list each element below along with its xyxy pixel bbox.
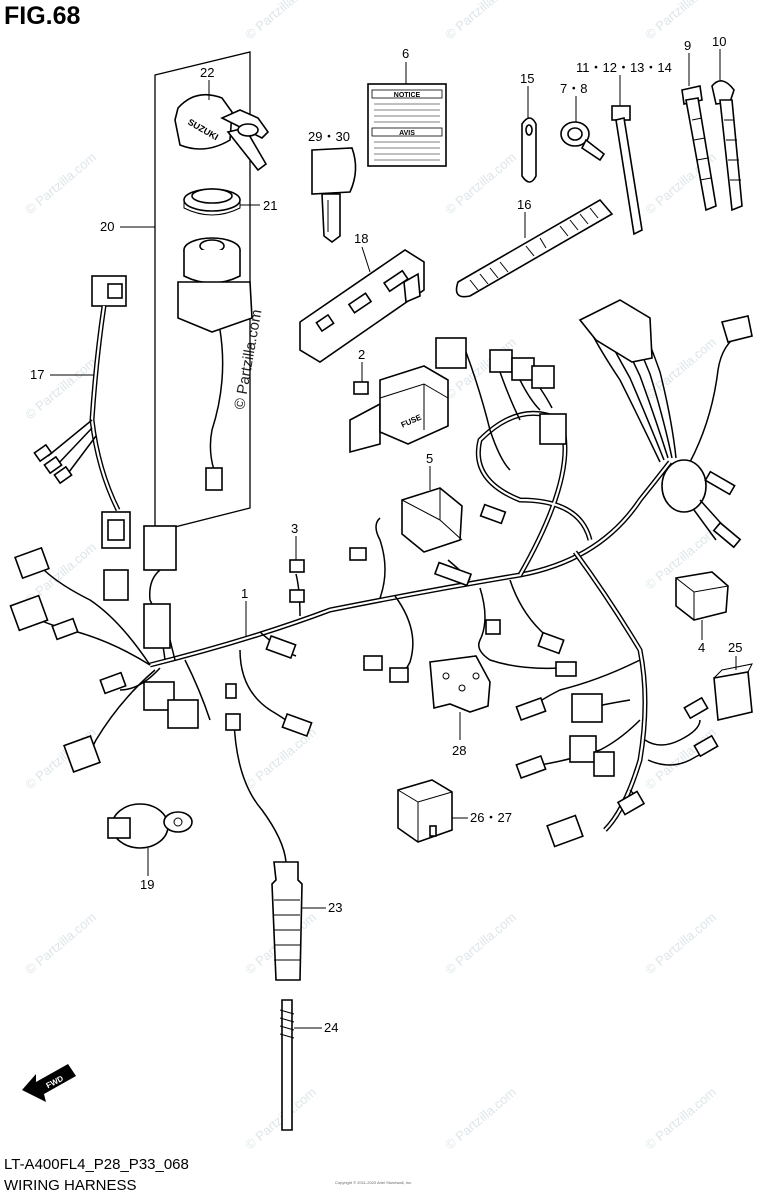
spring-24 [279,999,295,1131]
watermark: © Partzilla.com [442,909,519,977]
boot-5 [401,487,463,553]
callout-25: 25 [728,640,742,655]
fine-print: Copyright © 2011-2020 Ariel Stonewall, I… [335,1180,413,1185]
callout-16: 16 [517,197,531,212]
cable-tie-11-14 [611,105,643,236]
callout-4: 4 [698,640,705,655]
callout-29-30: 29・30 [308,129,350,144]
callout-1: 1 [241,586,248,601]
relay-25 [713,663,753,721]
notice-decal-6: NOTICE AVIS [367,83,447,167]
ignition-key-cap-22: SUZUKI [174,93,270,172]
section-name: WIRING HARNESS [4,1177,137,1194]
callout-5: 5 [426,451,433,466]
watermark: © Partzilla.com [642,334,719,402]
key-29-30 [311,147,357,243]
clamp-15 [521,117,537,183]
figure-title: FIG.68 [4,2,81,30]
callout-22: 22 [200,65,214,80]
callout-26-27: 26・27 [470,810,512,825]
watermark: © Partzilla.com [22,909,99,977]
callout-28: 28 [452,743,466,758]
callout-20: 20 [100,219,114,234]
watermark: © Partzilla.com [642,909,719,977]
watermark: © Partzilla.com [642,1084,719,1152]
watermark: © Partzilla.com [22,149,99,217]
ignition-switch-body [177,237,253,491]
callout-19: 19 [140,877,154,892]
watermark: © Partzilla.com [442,0,519,42]
watermark: © Partzilla.com [642,724,719,792]
callout-23: 23 [328,900,342,915]
cover-4 [675,571,729,621]
callout-9: 9 [684,38,691,53]
ignition-switch-group-box [154,51,251,533]
callout-18: 18 [354,231,368,246]
main-wiring-harness-1 [9,299,753,848]
callout-17: 17 [30,367,44,382]
protective-tube-16 [455,198,614,298]
sensor-19 [107,803,193,849]
ignition-nut-21 [183,188,241,216]
callout-layer: 22 21 20 29・30 6 18 15 7・8 11・12・13・14 9… [30,34,742,1035]
watermark: © Partzilla.com [442,1084,519,1152]
watermark: © Partzilla.com [242,1084,319,1152]
callout-7-8: 7・8 [560,81,587,96]
clamp-7-8 [560,121,606,162]
watermark: © Partzilla.com [642,0,719,42]
fuse-box-2: FUSE [349,365,449,454]
callout-21: 21 [263,198,277,213]
bracket-18 [299,249,425,363]
callout-10: 10 [712,34,726,49]
bracket-28 [429,655,491,713]
callout-2: 2 [358,347,365,362]
watermark: © Partzilla.com [242,0,319,42]
callout-11-14: 11・12・13・14 [576,60,672,75]
callout-6: 6 [402,46,409,61]
cable-tie-9 [681,85,717,212]
callout-24: 24 [324,1020,338,1035]
sensor-23 [225,713,303,981]
decal-avis-text: AVIS [399,130,415,137]
relay-26-27 [397,779,453,843]
decal-notice-text: NOTICE [394,92,421,99]
model-code: LT-A400FL4_P28_P33_068 [4,1156,189,1173]
forward-direction-arrow: FWD [22,1064,76,1102]
sub-harness-17 [33,275,131,549]
callout-3: 3 [291,521,298,536]
callout-15: 15 [520,71,534,86]
cable-tie-10 [711,80,743,212]
watermark: © Partzilla.com [442,149,519,217]
watermark: © Partzilla.com [22,354,99,422]
